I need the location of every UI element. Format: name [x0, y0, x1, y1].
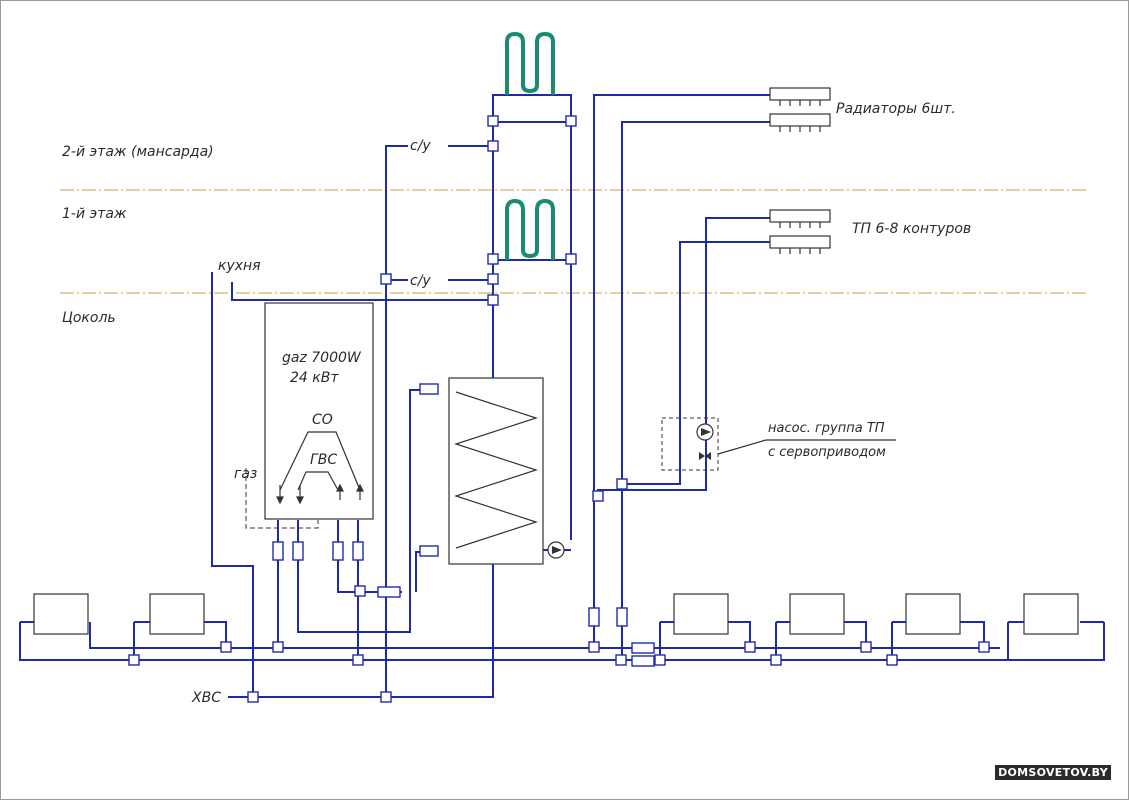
- pipe-fittings: [128, 115, 990, 703]
- water-tank: [448, 377, 544, 565]
- hot-water-label: ГВС: [310, 452, 337, 468]
- radiators-row: [33, 593, 1079, 635]
- heating-circuit-label: СО: [312, 412, 333, 428]
- floor1-label: 1-й этаж: [62, 206, 127, 222]
- towel-rail-upper: [505, 31, 555, 95]
- basement-label: Цоколь: [62, 310, 116, 326]
- underfloor-label: ТП 6-8 контуров: [852, 221, 971, 237]
- underfloor-manifold: [769, 209, 831, 254]
- kitchen-label: кухня: [218, 258, 261, 274]
- boiler-model-label: gaz 7000W: [282, 350, 362, 366]
- pump-group-label-1: насос. группа ТП: [768, 421, 885, 436]
- pump-group-label-2: с сервоприводом: [768, 445, 886, 460]
- pump-arrow-icon: [552, 546, 562, 554]
- bathroom-upper-label: с/у: [410, 138, 431, 154]
- pump-group: [661, 417, 896, 471]
- gas-line: [245, 468, 319, 529]
- radiator-manifold: [769, 87, 831, 132]
- towel-rail-lower: [505, 198, 555, 260]
- radiator-connectors: [133, 621, 1024, 660]
- cold-water-label: ХВС: [191, 690, 221, 706]
- supply-pipe-lines: [19, 94, 1105, 698]
- gas-label: газ: [234, 466, 257, 482]
- gas-boiler: [264, 302, 374, 520]
- watermark: DOMSOVETOV.BY: [995, 765, 1111, 780]
- radiators-label: Радиаторы 6шт.: [836, 101, 956, 117]
- bathroom-lower-label: с/у: [410, 273, 431, 289]
- boiler-power-label: 24 кВт: [290, 370, 339, 386]
- floor2-label: 2-й этаж (мансарда): [62, 144, 214, 160]
